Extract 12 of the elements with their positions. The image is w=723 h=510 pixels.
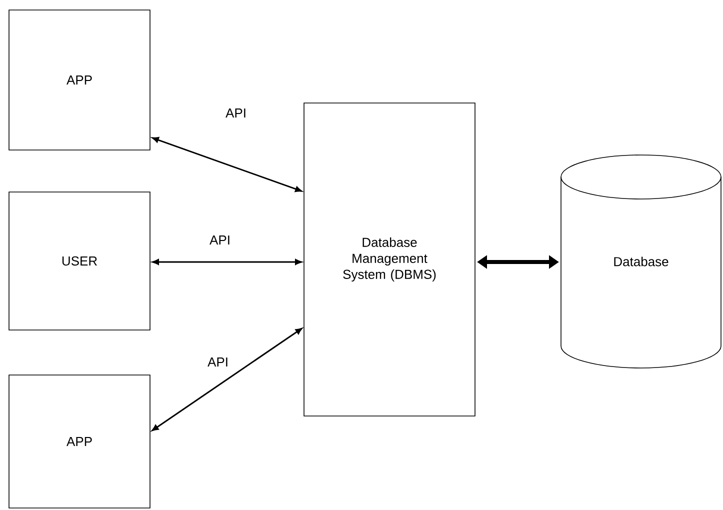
database-cylinder: Database — [560, 154, 722, 368]
arrow — [152, 136, 302, 192]
process-box: APP — [8, 374, 150, 508]
process-box: Database Management System (DBMS) — [304, 102, 476, 416]
arrow — [152, 328, 302, 432]
process-box: APP — [8, 10, 150, 150]
process-box: USER — [8, 192, 150, 330]
arrow — [152, 259, 302, 265]
edge-label: API — [208, 358, 228, 366]
edge-label: API — [210, 236, 230, 244]
edge-label: API — [226, 108, 246, 118]
node-label: Database — [614, 256, 668, 266]
